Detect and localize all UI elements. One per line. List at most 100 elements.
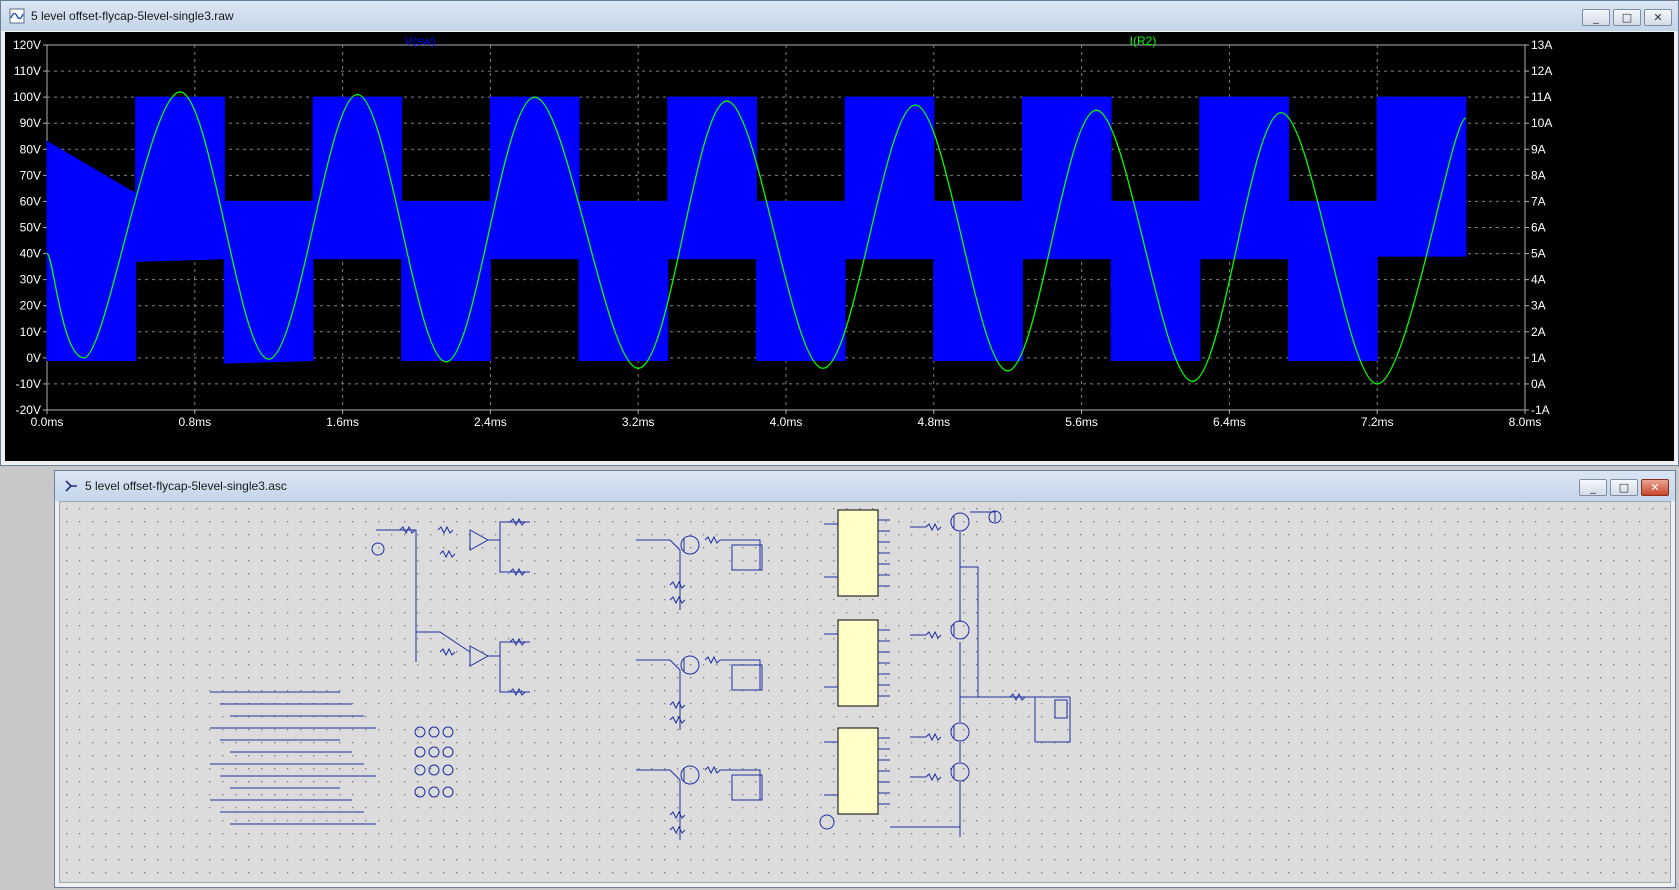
ic-component[interactable] bbox=[837, 619, 879, 707]
wire[interactable] bbox=[416, 631, 471, 653]
resistor-symbol[interactable] bbox=[509, 517, 526, 527]
voltage-source-symbol[interactable] bbox=[988, 510, 1002, 524]
schematic-drawing[interactable] bbox=[60, 502, 1671, 883]
wire[interactable] bbox=[720, 539, 761, 570]
resistor-symbol[interactable] bbox=[704, 535, 721, 545]
pulse-source-symbol[interactable] bbox=[428, 764, 440, 776]
wire[interactable] bbox=[636, 539, 681, 610]
mosfet-symbol[interactable] bbox=[950, 722, 970, 742]
component-box[interactable] bbox=[731, 774, 763, 801]
mosfet-symbol[interactable] bbox=[950, 762, 970, 782]
ic-component[interactable] bbox=[837, 727, 879, 815]
y-left-tick-label: 120V bbox=[13, 38, 41, 52]
opamp-symbol[interactable] bbox=[469, 645, 490, 667]
y-right-tick-label: 10A bbox=[1531, 116, 1552, 130]
voltage-source-symbol[interactable] bbox=[819, 814, 835, 830]
x-tick-label: 0.0ms bbox=[31, 415, 64, 429]
resistor-symbol[interactable] bbox=[669, 595, 686, 605]
y-right-tick-label: 11A bbox=[1531, 90, 1551, 104]
pulse-source-symbol[interactable] bbox=[428, 726, 440, 738]
y-left-tick-label: 70V bbox=[20, 168, 41, 182]
legend-v-sw[interactable]: V(sw) bbox=[405, 34, 436, 48]
resistor-symbol[interactable] bbox=[704, 655, 721, 665]
x-tick-label: 0.8ms bbox=[178, 415, 211, 429]
pulse-source-symbol[interactable] bbox=[442, 726, 454, 738]
y-right-tick-label: 2A bbox=[1531, 325, 1546, 339]
wire[interactable] bbox=[1035, 696, 1071, 743]
wire[interactable] bbox=[376, 529, 417, 662]
ic-component[interactable] bbox=[837, 509, 879, 597]
wire[interactable] bbox=[720, 659, 761, 690]
wire[interactable] bbox=[636, 659, 681, 730]
schematic-window: 5 level offset-flycap-5level-single3.asc… bbox=[54, 470, 1676, 888]
wire[interactable] bbox=[720, 769, 761, 800]
mosfet-symbol[interactable] bbox=[680, 535, 700, 555]
capacitor-symbol[interactable] bbox=[1054, 699, 1068, 719]
pulse-source-symbol[interactable] bbox=[428, 746, 440, 758]
maximize-button[interactable]: □ bbox=[1613, 9, 1641, 26]
pulse-source-symbol[interactable] bbox=[414, 764, 426, 776]
resistor-symbol[interactable] bbox=[399, 525, 416, 535]
schematic-app-icon bbox=[65, 480, 77, 492]
close-button[interactable]: ✕ bbox=[1641, 479, 1669, 496]
component-box[interactable] bbox=[731, 664, 763, 691]
y-left-tick-label: 10V bbox=[20, 325, 41, 339]
wire[interactable] bbox=[970, 511, 996, 522]
opamp-symbol[interactable] bbox=[469, 529, 490, 551]
mosfet-symbol[interactable] bbox=[680, 655, 700, 675]
resistor-symbol[interactable] bbox=[509, 637, 526, 647]
pulse-source-symbol[interactable] bbox=[442, 786, 454, 798]
v-sw-trace[interactable] bbox=[46, 96, 1467, 364]
pulse-source-symbol[interactable] bbox=[414, 786, 426, 798]
close-button[interactable]: ✕ bbox=[1644, 9, 1672, 26]
resistor-symbol[interactable] bbox=[509, 687, 526, 697]
y-right-tick-label: 8A bbox=[1531, 168, 1546, 182]
resistor-symbol[interactable] bbox=[669, 825, 686, 835]
x-tick-label: 6.4ms bbox=[1213, 415, 1246, 429]
pulse-source-symbol[interactable] bbox=[414, 746, 426, 758]
resistor-symbol[interactable] bbox=[439, 549, 456, 559]
i-r2-trace[interactable] bbox=[46, 91, 1467, 385]
resistor-symbol[interactable] bbox=[437, 525, 454, 535]
schematic-title-bar[interactable]: 5 level offset-flycap-5level-single3.asc… bbox=[55, 471, 1675, 501]
legend-i-r2[interactable]: I(R2) bbox=[1130, 34, 1157, 48]
pulse-source-symbol[interactable] bbox=[414, 726, 426, 738]
mosfet-symbol[interactable] bbox=[950, 512, 970, 532]
schematic-window-title: 5 level offset-flycap-5level-single3.asc bbox=[85, 479, 287, 493]
resistor-symbol[interactable] bbox=[704, 765, 721, 775]
resistor-symbol[interactable] bbox=[925, 732, 942, 742]
resistor-symbol[interactable] bbox=[669, 700, 686, 710]
resistor-symbol[interactable] bbox=[669, 715, 686, 725]
y-left-tick-label: 90V bbox=[20, 116, 41, 130]
resistor-symbol[interactable] bbox=[669, 580, 686, 590]
y-right-tick-label: 1A bbox=[1531, 351, 1546, 365]
x-tick-label: 3.2ms bbox=[622, 415, 655, 429]
minimize-button[interactable]: _ bbox=[1582, 9, 1610, 26]
y-right-tick-label: 7A bbox=[1531, 194, 1546, 208]
resistor-symbol[interactable] bbox=[439, 647, 456, 657]
waveform-title-bar[interactable]: 5 level offset-flycap-5level-single3.raw… bbox=[1, 1, 1678, 31]
wire[interactable] bbox=[636, 769, 681, 840]
minimize-button[interactable]: _ bbox=[1579, 479, 1607, 496]
voltage-source-symbol[interactable] bbox=[371, 542, 385, 556]
y-left-tick-label: 20V bbox=[20, 299, 41, 313]
pulse-source-symbol[interactable] bbox=[442, 764, 454, 776]
x-tick-label: 1.6ms bbox=[326, 415, 359, 429]
x-tick-label: 5.6ms bbox=[1065, 415, 1098, 429]
mosfet-symbol[interactable] bbox=[680, 765, 700, 785]
pulse-source-symbol[interactable] bbox=[442, 746, 454, 758]
resistor-symbol[interactable] bbox=[925, 772, 942, 782]
component-box[interactable] bbox=[731, 544, 763, 571]
pulse-source-symbol[interactable] bbox=[428, 786, 440, 798]
resistor-symbol[interactable] bbox=[1009, 692, 1026, 702]
schematic-canvas[interactable] bbox=[59, 501, 1671, 883]
resistor-symbol[interactable] bbox=[669, 810, 686, 820]
maximize-button[interactable]: □ bbox=[1610, 479, 1638, 496]
resistor-symbol[interactable] bbox=[925, 630, 942, 640]
resistor-symbol[interactable] bbox=[925, 522, 942, 532]
resistor-symbol[interactable] bbox=[509, 567, 526, 577]
y-right-tick-label: 3A bbox=[1531, 299, 1546, 313]
y-right-tick-label: 12A bbox=[1531, 64, 1552, 78]
